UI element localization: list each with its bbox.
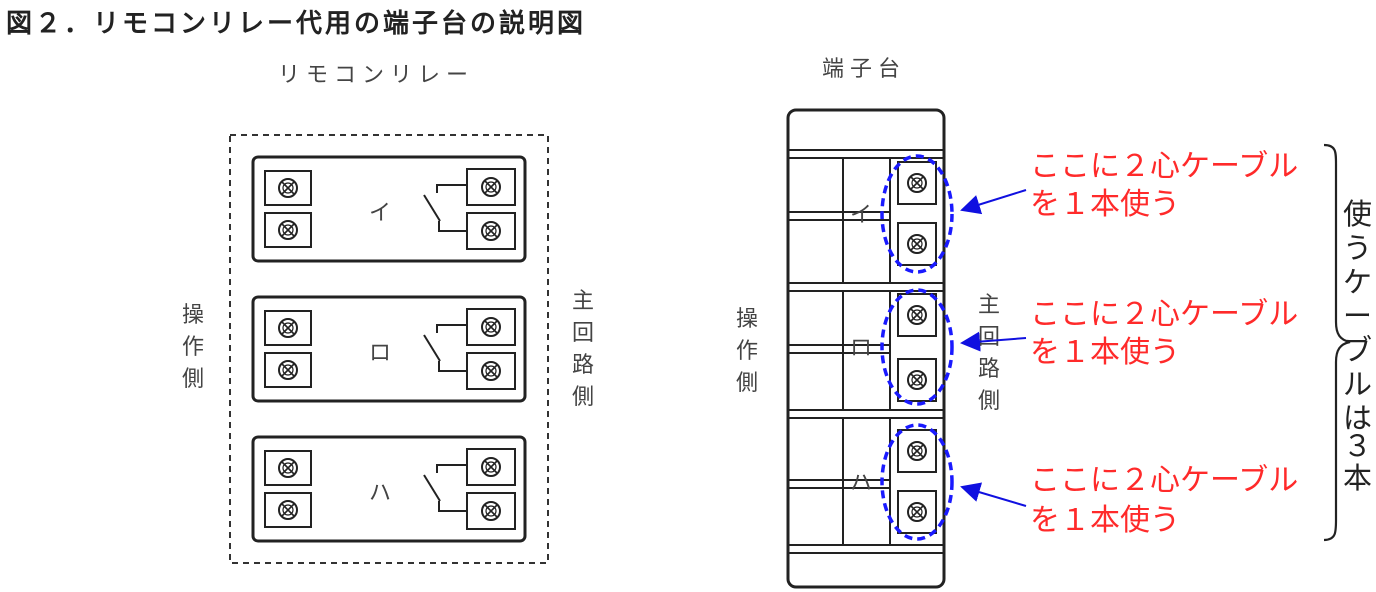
contact-line <box>436 464 467 473</box>
terminal-heading: 端子台 <box>822 57 906 82</box>
relay-label: ハ <box>369 481 391 506</box>
contact-switch <box>423 334 441 362</box>
terminal-row-label: ハ <box>850 471 872 496</box>
terminal-operation-side-label: 操 作 側 <box>736 307 765 396</box>
screw-icon <box>907 502 927 522</box>
cable-count-note: 使 う ケ ー ブ ル は ３ 本 <box>1343 197 1376 495</box>
screw-icon <box>907 305 927 325</box>
screw-icon <box>481 177 501 197</box>
relay-unit: ロ <box>251 295 527 403</box>
relay-unit: イ <box>251 155 527 263</box>
cable-highlight-oval <box>880 288 954 406</box>
contact-switch <box>423 474 441 502</box>
relay-main-circuit-side-label: 主 回 路 側 <box>572 289 601 410</box>
screw-icon <box>907 234 927 254</box>
screw-icon <box>907 370 927 390</box>
cable-count-brace <box>1323 143 1351 542</box>
screw-icon <box>278 500 298 520</box>
screw-icon <box>481 457 501 477</box>
screw-icon <box>278 178 298 198</box>
annotation-arrow <box>960 331 1027 352</box>
cable-note-line2: を１本使う <box>1030 503 1180 538</box>
contact-line <box>436 184 467 193</box>
screw-icon <box>481 221 501 241</box>
terminal-row-label: ロ <box>850 336 872 361</box>
cable-note-line2: を１本使う <box>1030 335 1180 370</box>
relay-label: ロ <box>369 341 391 366</box>
cable-note-line2: を１本使う <box>1030 187 1180 222</box>
relay-body <box>251 155 527 263</box>
relay-operation-side-label: 操 作 側 <box>182 303 211 392</box>
relay-unit: ハ <box>251 435 527 543</box>
cable-note-line1: ここに２心ケーブル <box>1030 297 1298 332</box>
screw-icon <box>278 220 298 240</box>
relay-body <box>251 295 527 403</box>
cable-note-line1: ここに２心ケーブル <box>1030 463 1298 498</box>
screw-icon <box>278 360 298 380</box>
cable-highlight-oval <box>880 154 954 274</box>
annotation-arrow <box>960 189 1027 215</box>
contact-switch <box>423 194 441 222</box>
terminal-block: イロハ <box>786 108 946 589</box>
diagram-title: 図２．リモコンリレー代用の端子台の説明図 <box>6 8 586 39</box>
screw-icon <box>481 317 501 337</box>
contact-line <box>438 221 467 232</box>
relay-outline <box>229 134 549 564</box>
contact-line <box>438 361 467 372</box>
terminal-row-label: イ <box>850 203 872 228</box>
contact-line <box>436 324 467 333</box>
screw-icon <box>278 318 298 338</box>
screw-icon <box>278 458 298 478</box>
relay-heading: リモコンリレー <box>278 63 474 88</box>
contact-line <box>438 501 467 512</box>
screw-icon <box>481 361 501 381</box>
screw-icon <box>907 441 927 461</box>
cable-highlight-oval <box>880 423 954 541</box>
terminal-main-circuit-side-label: 主 回 路 側 <box>978 293 1007 414</box>
relay-body <box>251 435 527 543</box>
cable-note-line1: ここに２心ケーブル <box>1030 149 1298 184</box>
screw-icon <box>907 173 927 193</box>
annotation-arrow <box>960 482 1027 507</box>
relay-units: イロハ <box>251 155 527 543</box>
relay-label: イ <box>369 201 391 226</box>
screw-icon <box>481 501 501 521</box>
cable-annotations: ここに２心ケーブルを１本使うここに２心ケーブルを１本使うここに２心ケーブルを１本… <box>880 149 1298 541</box>
